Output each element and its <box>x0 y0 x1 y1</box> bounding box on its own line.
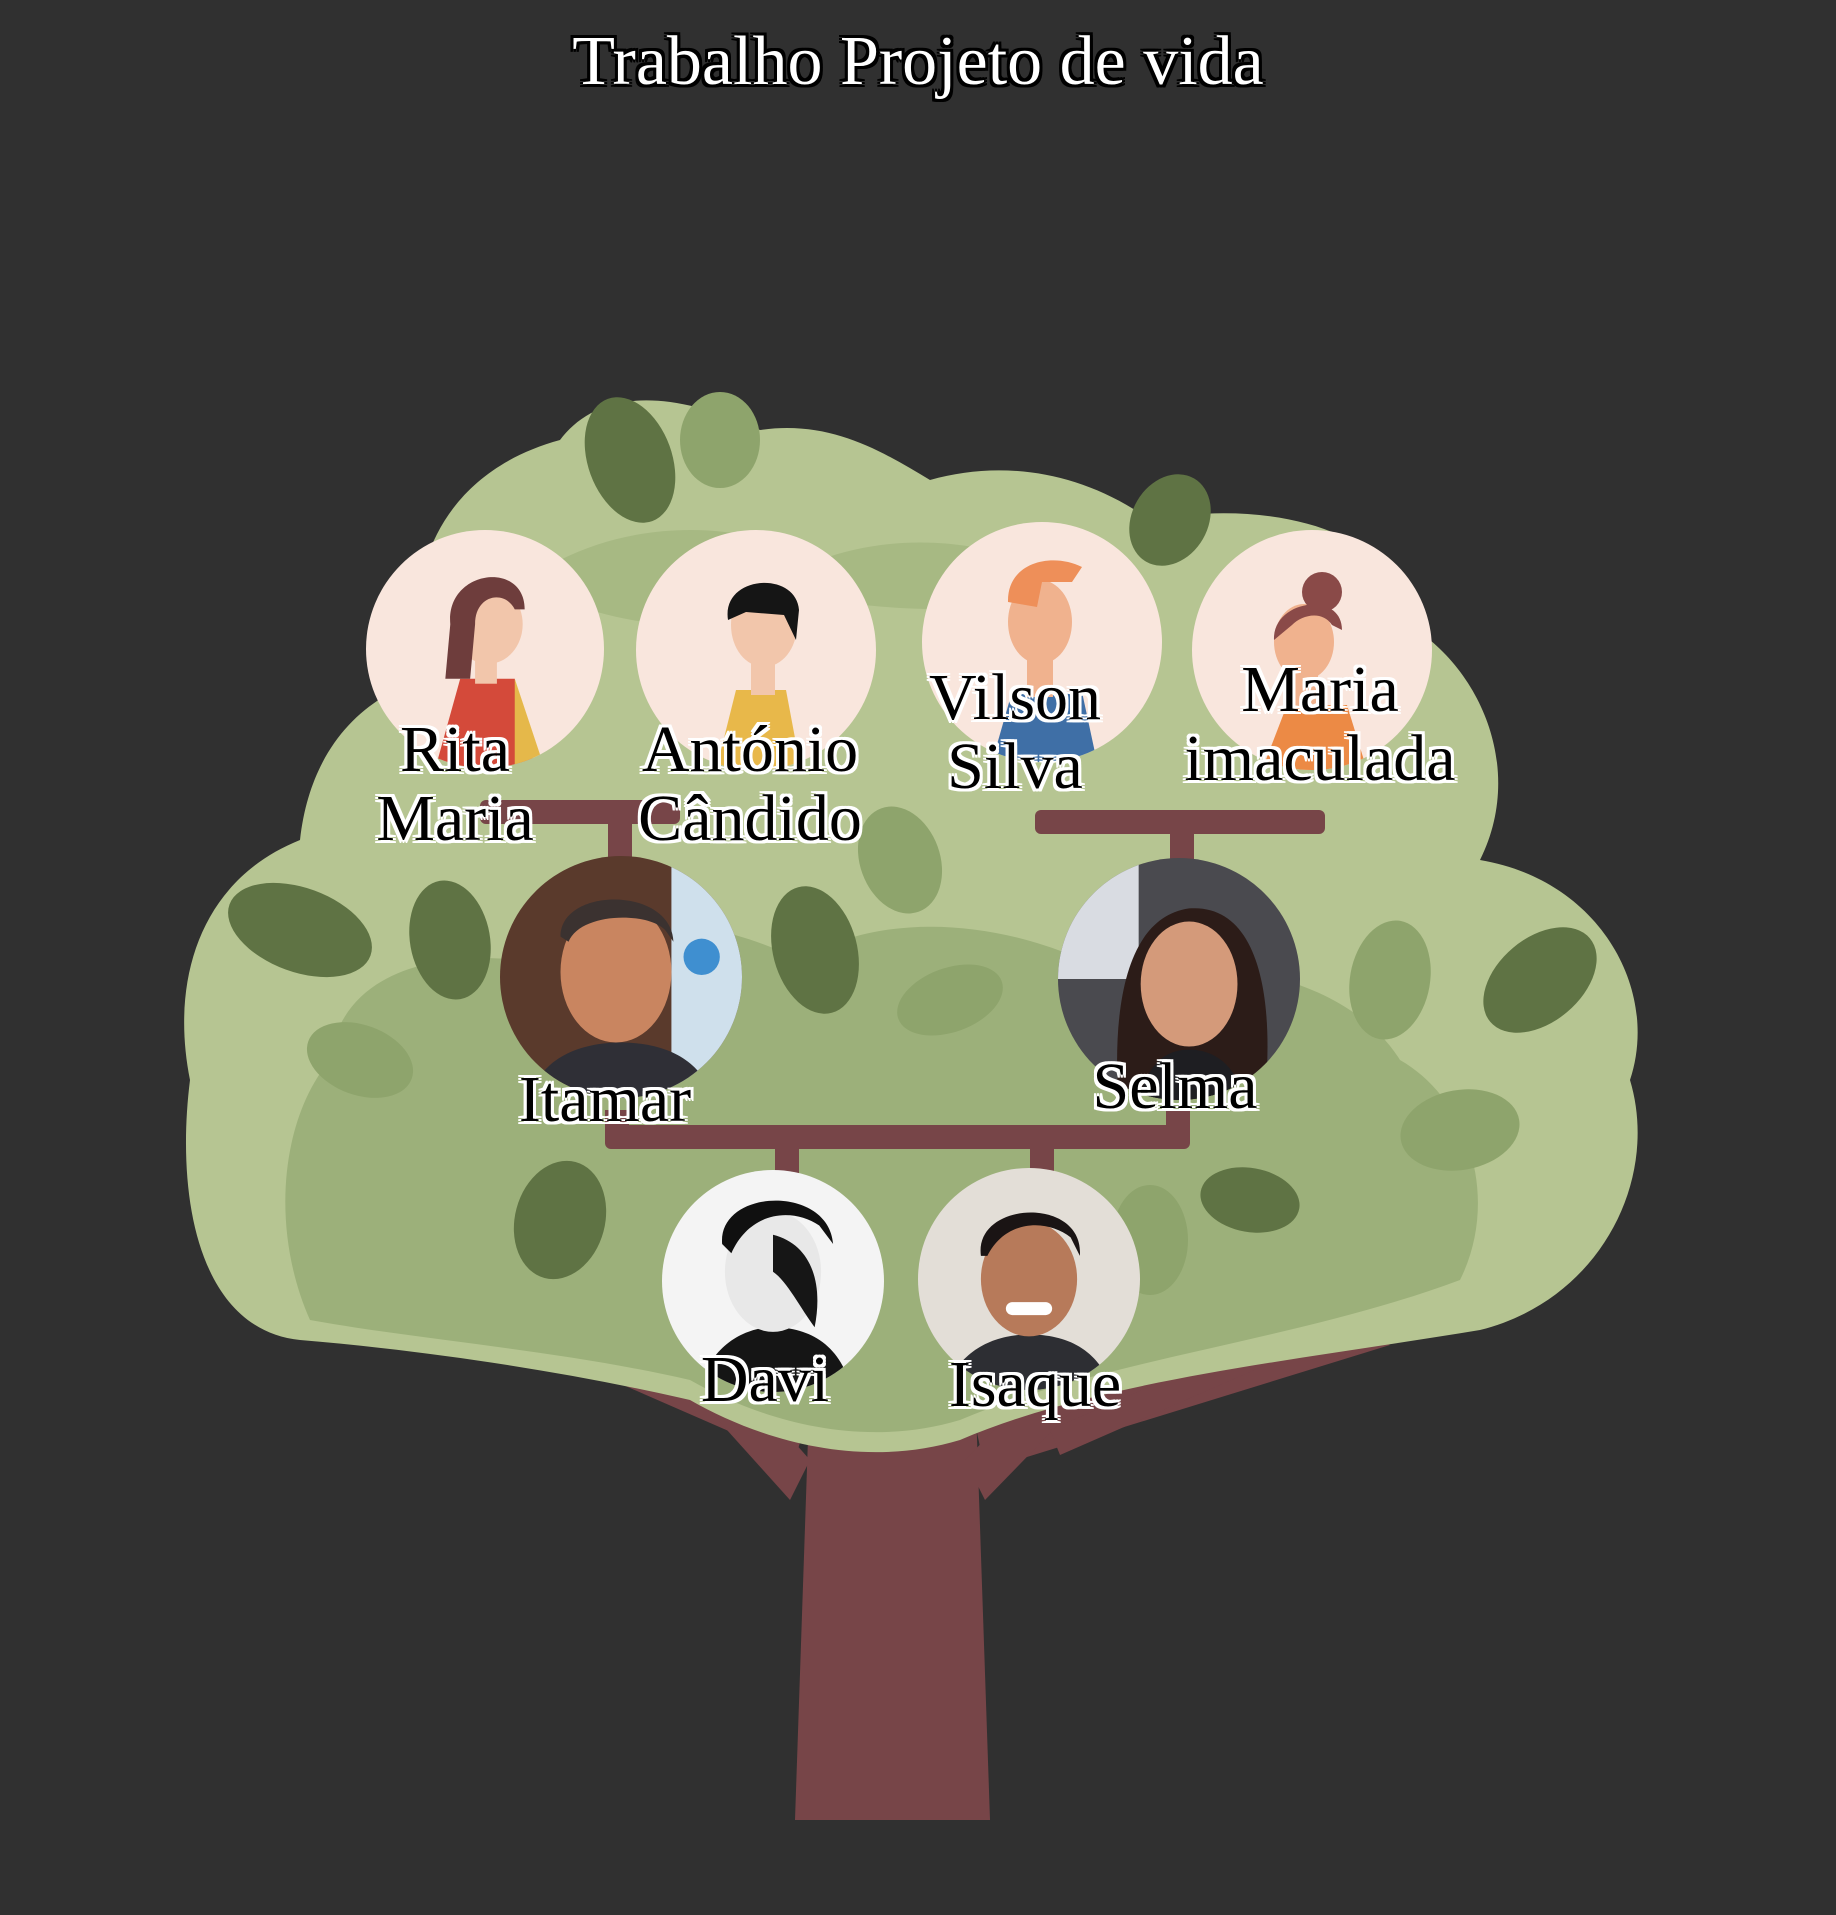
tree-canopy <box>184 400 1638 1453</box>
decorative-leaves <box>228 397 1597 1280</box>
name-antonio-candido: António Cândido <box>638 713 862 856</box>
photo-davi <box>662 1170 884 1392</box>
man-photo-portrait <box>500 856 742 1098</box>
man-avatar-icon <box>922 522 1162 762</box>
name-maria-imaculada: Maria imaculada <box>1184 653 1456 796</box>
name-davi: Davi <box>700 1343 830 1416</box>
man-photo-portrait-bw <box>662 1170 884 1392</box>
name-itamar: Itamar <box>518 1063 692 1136</box>
photo-isaque <box>918 1168 1140 1390</box>
man-avatar-icon <box>636 530 876 770</box>
woman-avatar-icon <box>1192 530 1432 770</box>
photo-itamar <box>500 856 742 1098</box>
man-photo-portrait <box>918 1168 1140 1390</box>
avatar-rita-maria <box>366 530 604 768</box>
name-vilson-silva: Vilson Silva <box>928 661 1102 804</box>
avatar-maria-imaculada <box>1192 530 1432 770</box>
name-selma: Selma <box>1092 1050 1258 1123</box>
avatar-vilson-silva <box>922 522 1162 762</box>
avatar-antonio-candido <box>636 530 876 770</box>
page-title: Trabalho Projeto de vida <box>572 23 1264 100</box>
family-connectors <box>480 800 1325 1180</box>
name-isaque: Isaque <box>948 1348 1122 1421</box>
decorative-leaves-light <box>306 392 1520 1295</box>
woman-avatar-icon <box>366 530 604 768</box>
name-rita-maria: Rita Maria <box>376 713 534 856</box>
